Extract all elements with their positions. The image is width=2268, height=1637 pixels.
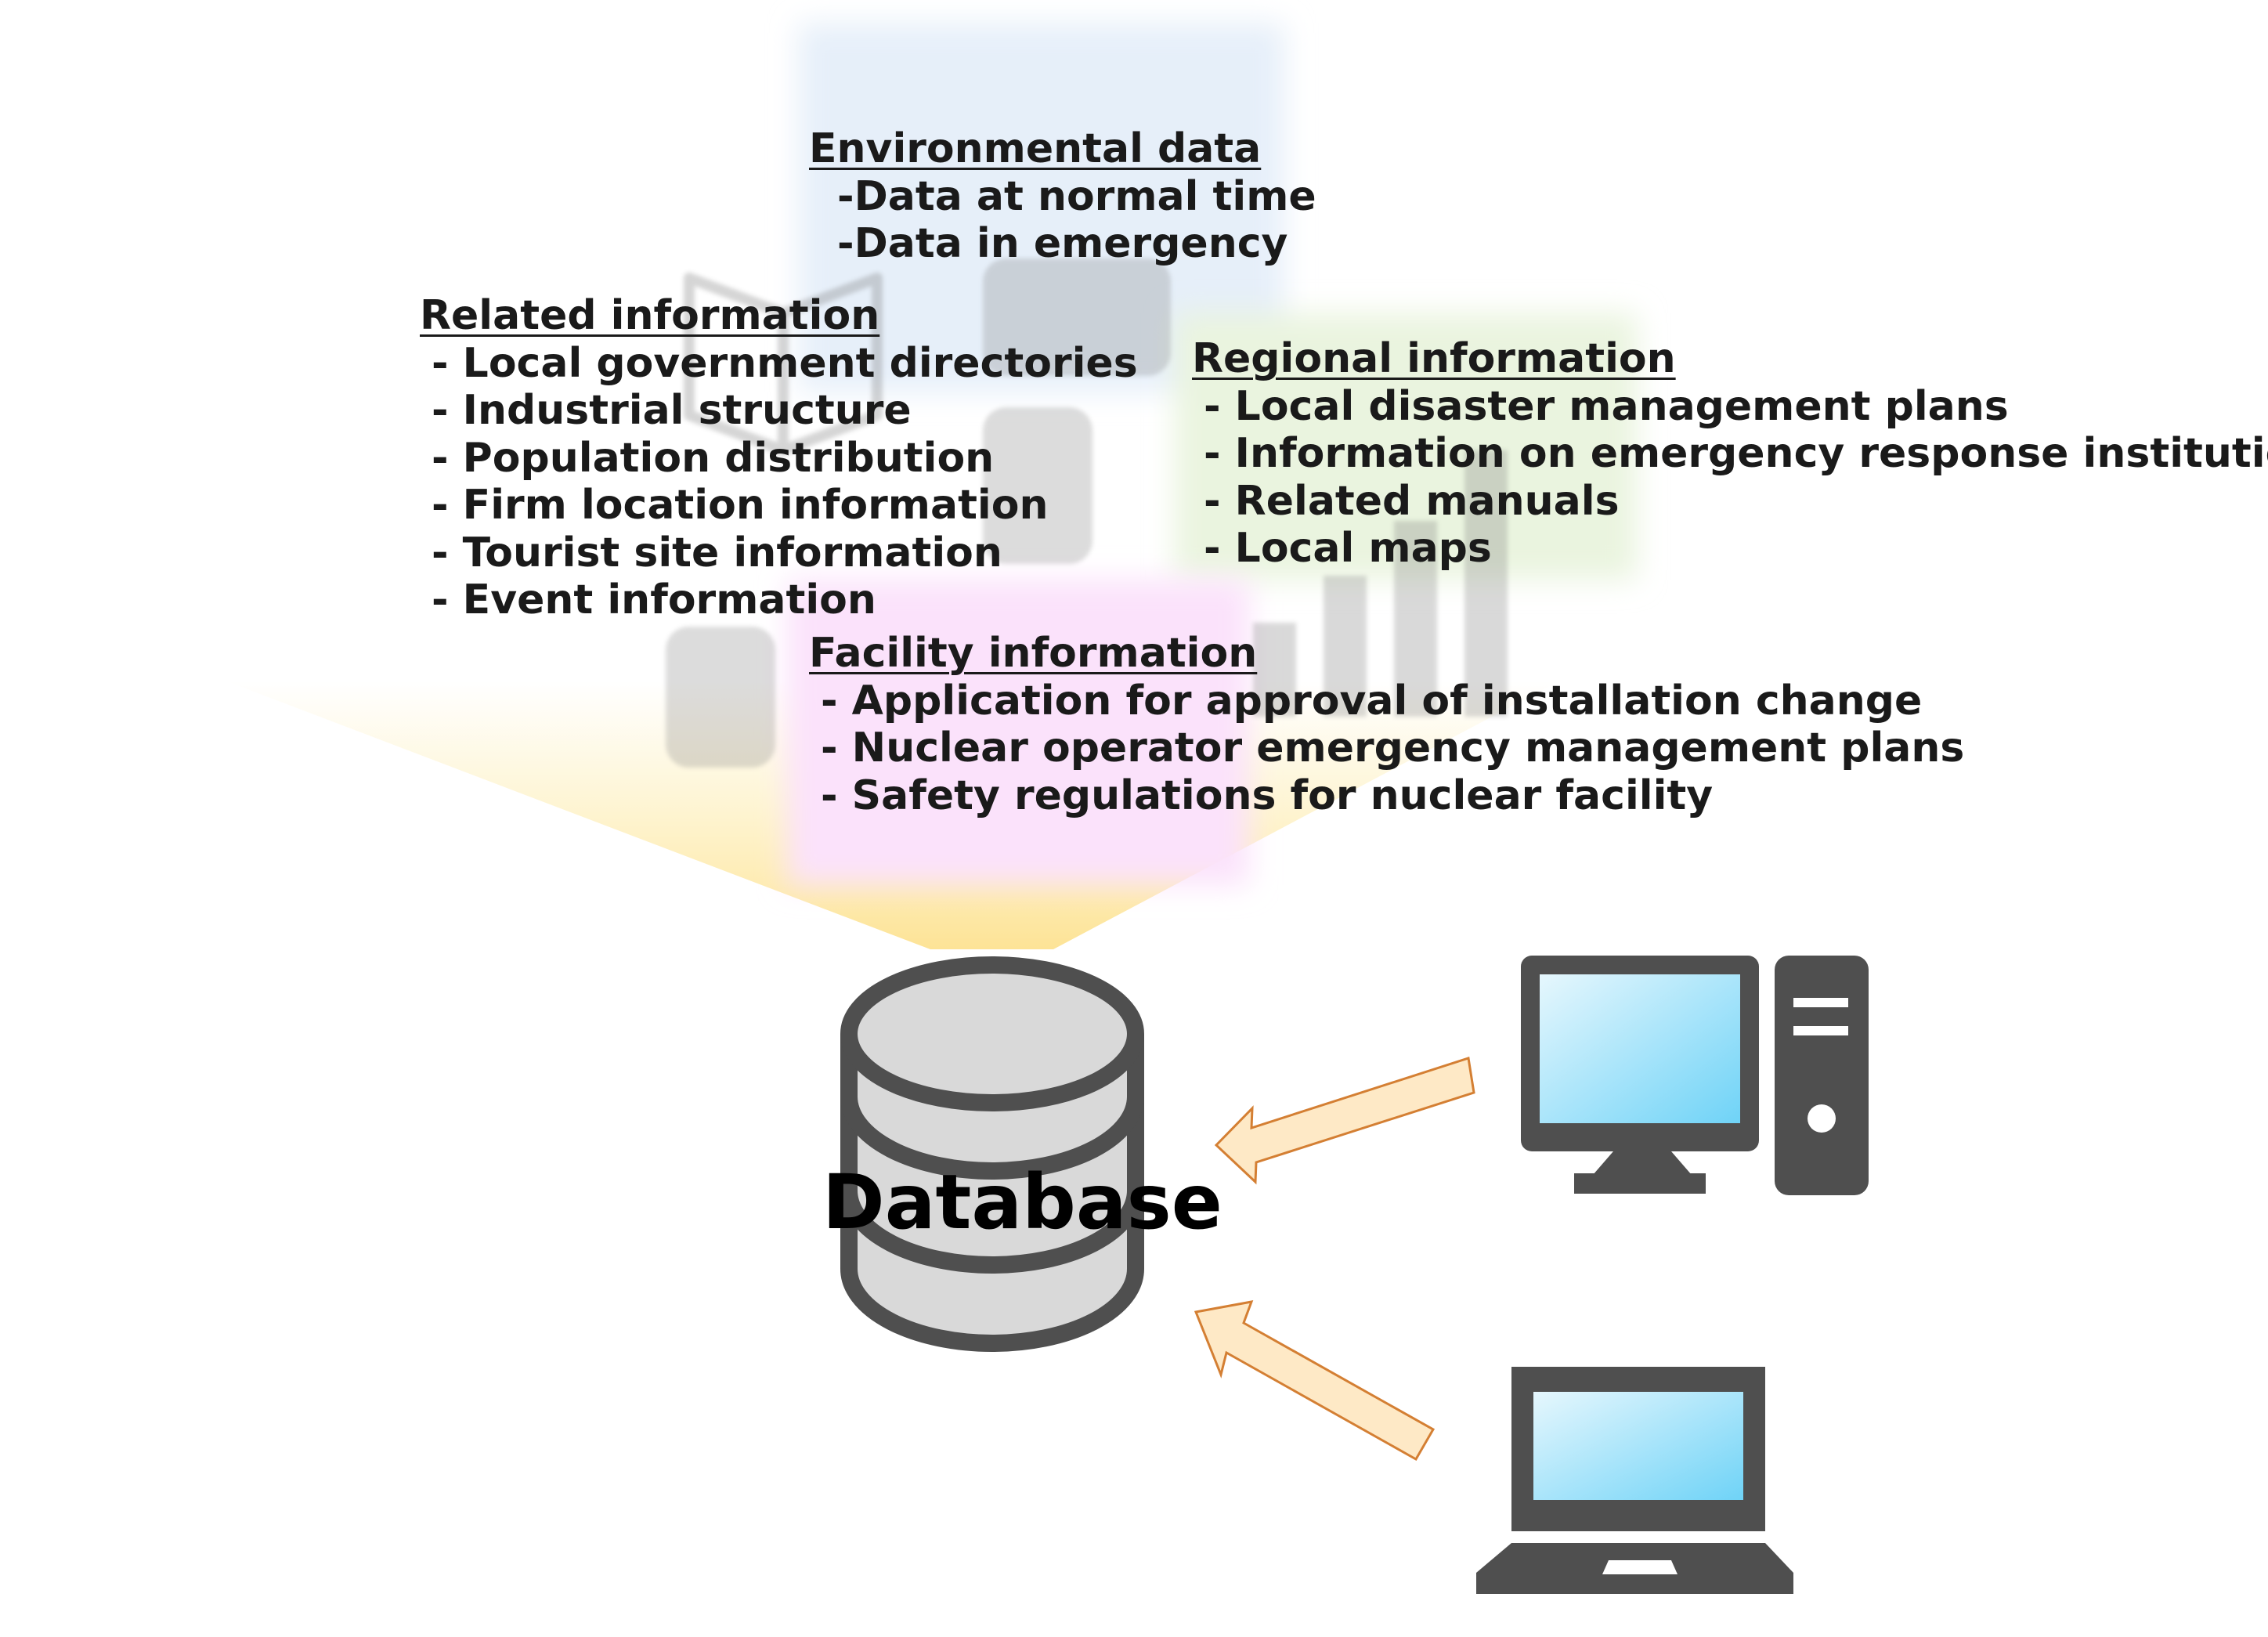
related-information-item: - Tourist site information: [432, 529, 1002, 576]
database-label: Database: [822, 1158, 1222, 1246]
bar-chart-icon: [1253, 450, 1508, 717]
facility-information-item: - Nuclear operator emergency management …: [821, 725, 1965, 772]
environmental-data-item: -Data in emergency: [837, 220, 1288, 267]
facility-information-item: - Application for approval of installati…: [821, 677, 1923, 725]
related-information-item: - Population distribution: [432, 434, 995, 482]
phone-icon: [666, 258, 1171, 768]
environmental-data-item: -Data at normal time: [837, 172, 1316, 220]
facility-information-item: - Safety regulations for nuclear facilit…: [821, 772, 1714, 819]
facility-bg: [787, 580, 1249, 885]
related-information-item: - Local government directories: [432, 339, 1138, 387]
regional-information-block: Regional information - Local disaster ma…: [1192, 335, 2268, 573]
arrow-left-icon: [1194, 1300, 1436, 1462]
regional-information-item: - Related manuals: [1204, 477, 1620, 525]
related-information-item: - Firm location information: [432, 482, 1049, 529]
related-information-title: Related information: [420, 292, 880, 339]
facility-information-block: Facility information - Application for a…: [809, 630, 1964, 819]
environmental-data-block: Environmental data -Data at normal time …: [809, 125, 1316, 268]
database-icon: [840, 956, 1144, 1352]
related-information-item: - Industrial structure: [432, 387, 912, 434]
regional-information-item: - Local maps: [1204, 525, 1492, 572]
regional-information-title: Regional information: [1192, 335, 1676, 382]
related-information-item: - Event information: [432, 576, 876, 623]
desktop-computer-icon: [1521, 956, 1869, 1195]
environmental-data-title: Environmental data: [809, 125, 1262, 172]
regional-information-item: - Information on emergency response inst…: [1204, 430, 2268, 477]
regional-information-item: - Local disaster management plans: [1204, 382, 2009, 430]
facility-information-title: Facility information: [809, 630, 1258, 677]
related-information-block: Related information - Local government d…: [420, 292, 1138, 624]
arrow-left-icon: [1214, 1057, 1475, 1185]
book-icon: [684, 273, 883, 456]
laptop-icon: [1476, 1367, 1793, 1594]
